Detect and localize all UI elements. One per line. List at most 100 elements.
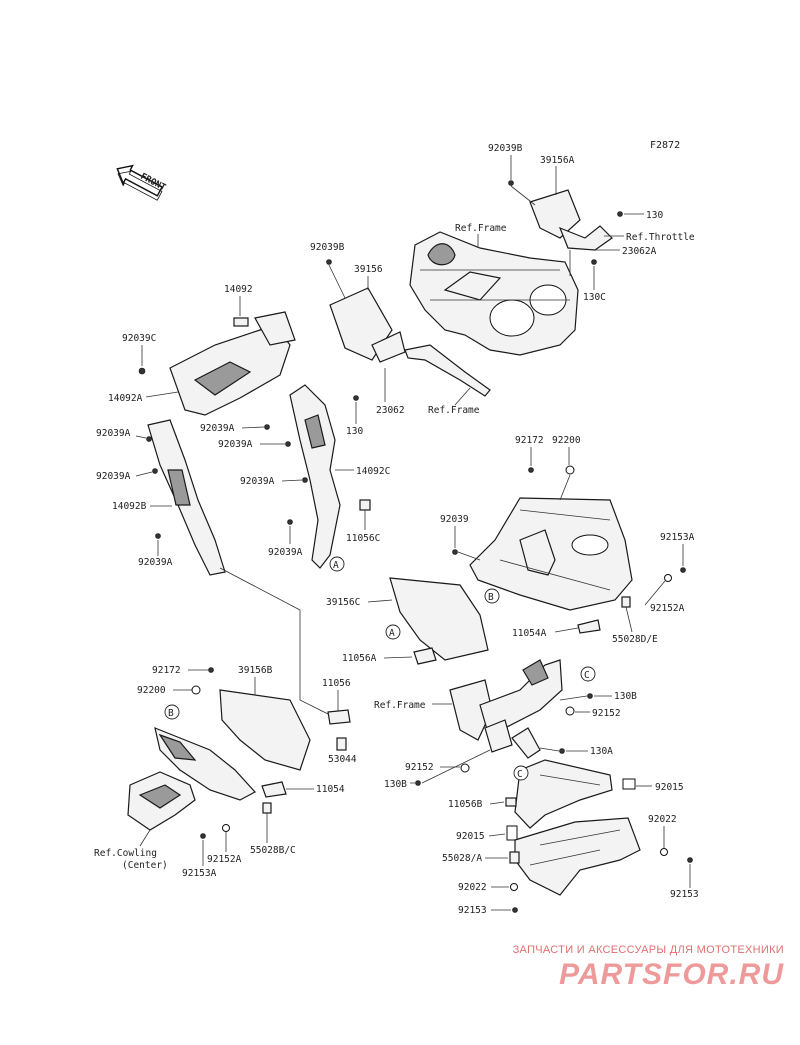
bolt-130B-top [587, 693, 593, 699]
label-55028DE: 55028D/E [612, 634, 658, 645]
label-14092: 14092 [224, 284, 253, 295]
marker-c-low [513, 765, 529, 781]
bolt-92153A-r [680, 567, 686, 573]
marker-c-top [580, 666, 596, 682]
label-130B-top: 130B [614, 691, 637, 702]
bolt-92039C [138, 367, 146, 375]
label-92039A-5: 92039A [218, 439, 253, 450]
washer-92022-l [510, 883, 518, 891]
label-92039A-2: 92039A [96, 471, 131, 482]
label-92015-r: 92015 [655, 782, 684, 793]
bolt-92153A-l [200, 833, 206, 839]
bracket-92015 [514, 759, 613, 829]
label-23062: 23062 [376, 405, 405, 416]
clip-14092 [233, 317, 249, 327]
label-92152-top: 92152 [592, 708, 621, 719]
label-130-mid: 130 [346, 426, 363, 437]
clip-11056A [413, 647, 437, 665]
bolt-92039A-7 [287, 519, 293, 525]
marker-c-top-label: C [584, 670, 590, 681]
watermark-logo: PARTSFOR.RU [559, 958, 784, 991]
label-92039C: 92039C [122, 333, 156, 344]
label-92022-r: 92022 [648, 814, 677, 825]
bolt-130A [559, 748, 565, 754]
lower-cowl-left [154, 727, 256, 801]
label-92152A-l: 92152A [207, 854, 242, 865]
grommet-55028BC [262, 802, 272, 814]
diagram-code: F2872 [650, 140, 680, 151]
label-92039A-7: 92039A [268, 547, 303, 558]
bolt-92039A-5 [285, 441, 291, 447]
plate-39156B [219, 689, 311, 771]
label-130C: 130C [583, 292, 606, 303]
grommet-55028DE [621, 596, 631, 608]
bolt-92039 [452, 549, 458, 555]
bracket-39156A [529, 189, 613, 251]
washer-92152-low [460, 763, 470, 773]
bolt-92039B-top [508, 180, 514, 186]
ref-cowling-center: Ref.Cowling [94, 848, 157, 859]
bolt-92039B-left [326, 259, 332, 265]
label-92039A-3: 92039A [138, 557, 173, 568]
plate-39156C [389, 577, 489, 661]
watermark: ЗАПЧАСТИ И АКСЕССУАРЫ ДЛЯ МОТОТЕХНИКИ PA… [513, 944, 784, 992]
clip-11056 [327, 709, 351, 725]
marker-b-left [164, 704, 180, 720]
bracket-39156 [329, 287, 491, 397]
label-92039A-4: 92039A [200, 423, 235, 434]
label-92022-l: 92022 [458, 882, 487, 893]
marker-a-mid [385, 624, 401, 640]
bolt-92039A-1 [146, 436, 152, 442]
clip-11056C [359, 499, 371, 511]
label-14092B: 14092B [112, 501, 147, 512]
clip-11056B [505, 797, 517, 807]
label-11056B: 11056B [448, 799, 483, 810]
label-55028A: 55028/A [442, 853, 482, 864]
label-11056A: 11056A [342, 653, 377, 664]
washer-92152-top [565, 706, 575, 716]
bolt-130B-low [415, 780, 421, 786]
label-53044: 53044 [328, 754, 357, 765]
label-92153A-r: 92153A [660, 532, 695, 543]
bolt-92172-l [208, 667, 214, 673]
center-cowling [127, 771, 196, 831]
label-39156B: 39156B [238, 665, 273, 676]
label-92153-l: 92153 [458, 905, 487, 916]
label-92153-r: 92153 [670, 889, 699, 900]
washer-92200-l [191, 685, 201, 695]
ref-cowling-center-sub: (Center) [122, 860, 168, 871]
inner-cover-14092A [169, 311, 296, 416]
label-92172-r: 92172 [515, 435, 544, 446]
inner-cover-14092C [289, 384, 341, 569]
watermark-tagline: ЗАПЧАСТИ И АКСЕССУАРЫ ДЛЯ МОТОТЕХНИКИ [512, 944, 784, 956]
washer-92200-r [565, 465, 575, 475]
lower-cowl-right [514, 817, 641, 896]
grommet-55028A [509, 851, 520, 864]
bolt-92039A-4 [264, 424, 270, 430]
lower-bracket-assembly [449, 659, 563, 759]
ref-frame-top: Ref.Frame [455, 223, 507, 234]
label-55028BC: 55028B/C [250, 845, 296, 856]
label-92200-l: 92200 [137, 685, 166, 696]
label-92039: 92039 [440, 514, 469, 525]
bolt-130-mid [353, 395, 359, 401]
bolt-92153-r [687, 857, 693, 863]
label-92039A-1: 92039A [96, 428, 131, 439]
label-11054A: 11054A [512, 628, 547, 639]
label-130B-low: 130B [384, 779, 407, 790]
bolt-92153-l [512, 907, 518, 913]
grommet-53044 [336, 737, 347, 751]
label-11054: 11054 [316, 784, 345, 795]
bolt-92039A-3 [155, 533, 161, 539]
label-92172-l: 92172 [152, 665, 181, 676]
bolt-130-top [617, 211, 623, 217]
label-92015-l: 92015 [456, 831, 485, 842]
label-130A: 130A [590, 746, 613, 757]
marker-c-low-label: C [517, 769, 523, 780]
marker-a-top-label: A [333, 560, 339, 571]
marker-b-left-label: B [168, 708, 174, 719]
clip-11054 [261, 781, 287, 798]
bolt-130C [591, 259, 597, 265]
label-39156: 39156 [354, 264, 383, 275]
